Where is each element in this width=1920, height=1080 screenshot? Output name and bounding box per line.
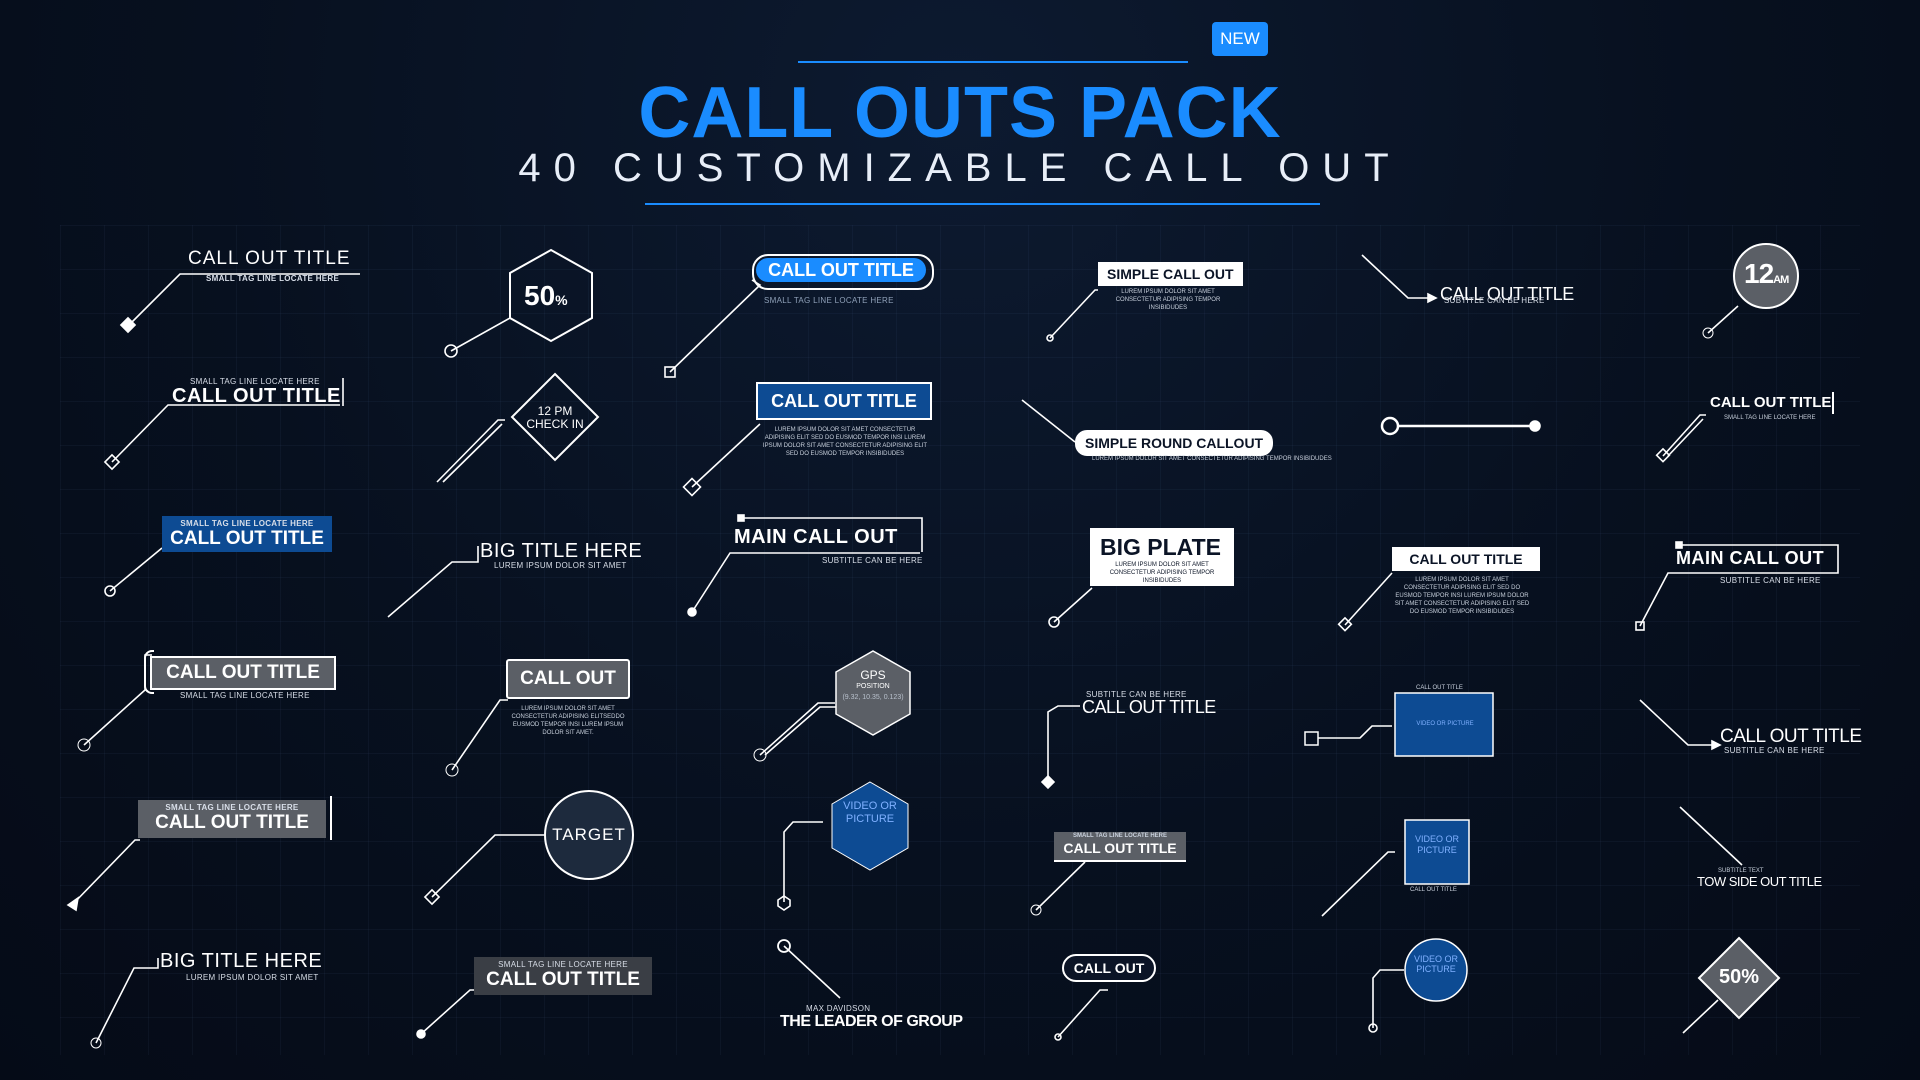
callout-27-sub: SUBTITLE CAN BE HERE [1086,690,1187,699]
callout-23-tag: SMALL TAG LINE LOCATE HERE [1724,415,1816,421]
callout-17-tag: SMALL TAG LINE LOCATE HERE [498,960,628,969]
callout-29-sub: SUBTITLE CAN BE HERE [1724,746,1825,755]
callout-10-tag: SMALL TAG LINE LOCATE HERE [180,691,310,700]
callout-33-title: CALL OUT [1062,954,1156,982]
callout-12-label: GPS POSITION (9.32, 10.35, 0.123) [842,668,904,701]
callout-30-tag: SMALL TAG LINE LOCATE HERE [1073,833,1167,839]
callout-23-edge [1832,392,1834,414]
callout-1-tag: SMALL TAG LINE LOCATE HERE [206,274,340,283]
callout-20-sub: SUBTITLE CAN BE HERE [1444,296,1545,305]
callout-13-edge [326,796,332,840]
callout-20-title: CALL OUT TITLE [1440,284,1574,304]
callout-6-body: LUREM IPSUM DOLOR SIT AMET CONSECTETUR A… [762,427,928,457]
callout-8-title: BIG TITLE HERE [480,540,643,562]
callout-25-title: CALL OUT TITLE [1392,547,1540,571]
callout-9-title: MAIN CALL OUT [734,526,898,548]
callout-31-label: VIDEO OR PICTURE [1414,834,1459,855]
callout-21-value: 12AM [1744,258,1789,289]
callout-10-title: CALL OUT TITLE [150,656,336,690]
callout-26-title: MAIN CALL OUT [1676,548,1825,568]
callout-31-bottom: CALL OUT TITLE [1410,887,1457,893]
callout-7-title: CALL OUT TITLE [170,528,324,549]
callout-19-title: SIMPLE CALL OUT [1098,262,1243,286]
callout-22-title: SIMPLE ROUND CALLOUT [1075,430,1274,456]
callout-26-sub: SUBTITLE CAN BE HERE [1720,576,1821,585]
callout-30-panel: SMALL TAG LINE LOCATE HERE CALL OUT TITL… [1054,832,1186,862]
callout-1-title: CALL OUT TITLE [188,248,351,269]
callout-17-panel: SMALL TAG LINE LOCATE HERE CALL OUT TITL… [474,957,652,995]
callout-35-value: 50% [1718,966,1760,988]
callout-13-panel: SMALL TAG LINE LOCATE HERE CALL OUT TITL… [138,800,326,838]
callout-8-sub: LUREM IPSUM DOLOR SIT AMET [494,561,627,570]
callout-24-title: BIG PLATE [1100,534,1221,560]
callout-16-sub: LUREM IPSUM DOLOR SIT AMET [186,973,319,982]
callout-2-value: 50% [524,280,568,311]
callout-7-tag: SMALL TAG LINE LOCATE HERE [180,519,314,528]
callout-34-label: VIDEO OR PICTURE [1413,954,1458,974]
callout-6-title: CALL OUT TITLE [756,382,932,420]
callout-27-title: CALL OUT TITLE [1082,697,1216,717]
callout-24-plate: BIG PLATE LUREM IPSUM DOLOR SIT AMET CON… [1090,528,1234,586]
callout-19-body: LUREM IPSUM DOLOR SIT AMET CONSECTETUR A… [1115,289,1221,311]
callout-14-label: TARGET [552,825,626,844]
callout-11-body: LUREM IPSUM DOLOR SIT AMET CONSECTETUR A… [511,706,625,736]
callout-28-top: CALL OUT TITLE [1416,685,1463,691]
callout-17-title: CALL OUT TITLE [486,969,640,990]
callout-23-title: CALL OUT TITLE [1710,394,1832,411]
callout-10-bracket [144,650,154,694]
page-subtitle: 40 CUSTOMIZABLE CALL OUT [518,146,1402,190]
callout-3-tag: SMALL TAG LINE LOCATE HERE [764,296,894,305]
callout-4-tag: SMALL TAG LINE LOCATE HERE [190,377,320,386]
callout-24-body: LUREM IPSUM DOLOR SIT AMET CONSECTETUR A… [1109,562,1215,584]
callout-18-name: MAX DAVIDSON [806,1004,871,1013]
callout-28-label: VIDEO OR PICTURE [1416,721,1474,727]
callout-18-title: THE LEADER OF GROUP [780,1013,963,1030]
callout-7-panel: SMALL TAG LINE LOCATE HERE CALL OUT TITL… [162,516,332,552]
callout-32-title: TOW SIDE OUT TITLE [1697,874,1822,889]
callout-13-title: CALL OUT TITLE [155,812,309,833]
callout-25-body: LUREM IPSUM DOLOR SIT AMET CONSECTETUR A… [1394,577,1530,615]
new-badge: NEW [1212,22,1268,56]
callout-15-label: VIDEO OR PICTURE [843,800,897,825]
callout-29-title: CALL OUT TITLE [1720,726,1862,747]
callout-11-title: CALL OUT [506,659,630,699]
callout-3-title: CALL OUT TITLE [756,258,926,282]
callout-32-sub: SUBTITLE TEXT [1718,868,1764,874]
grid-backdrop [60,225,1860,1055]
callout-4-title: CALL OUT TITLE [172,385,341,407]
callout-13-tag: SMALL TAG LINE LOCATE HERE [165,803,299,812]
page-title: CALL OUTS PACK [638,73,1282,153]
callout-9-sub: SUBTITLE CAN BE HERE [822,556,923,565]
callout-3-frame [752,254,934,290]
callout-30-title: CALL OUT TITLE [1063,840,1177,856]
callout-22-body: LUREM IPSUM DOLOR SIT AMET CONSECTETUR A… [1092,456,1332,462]
callout-16-title: BIG TITLE HERE [160,950,323,972]
